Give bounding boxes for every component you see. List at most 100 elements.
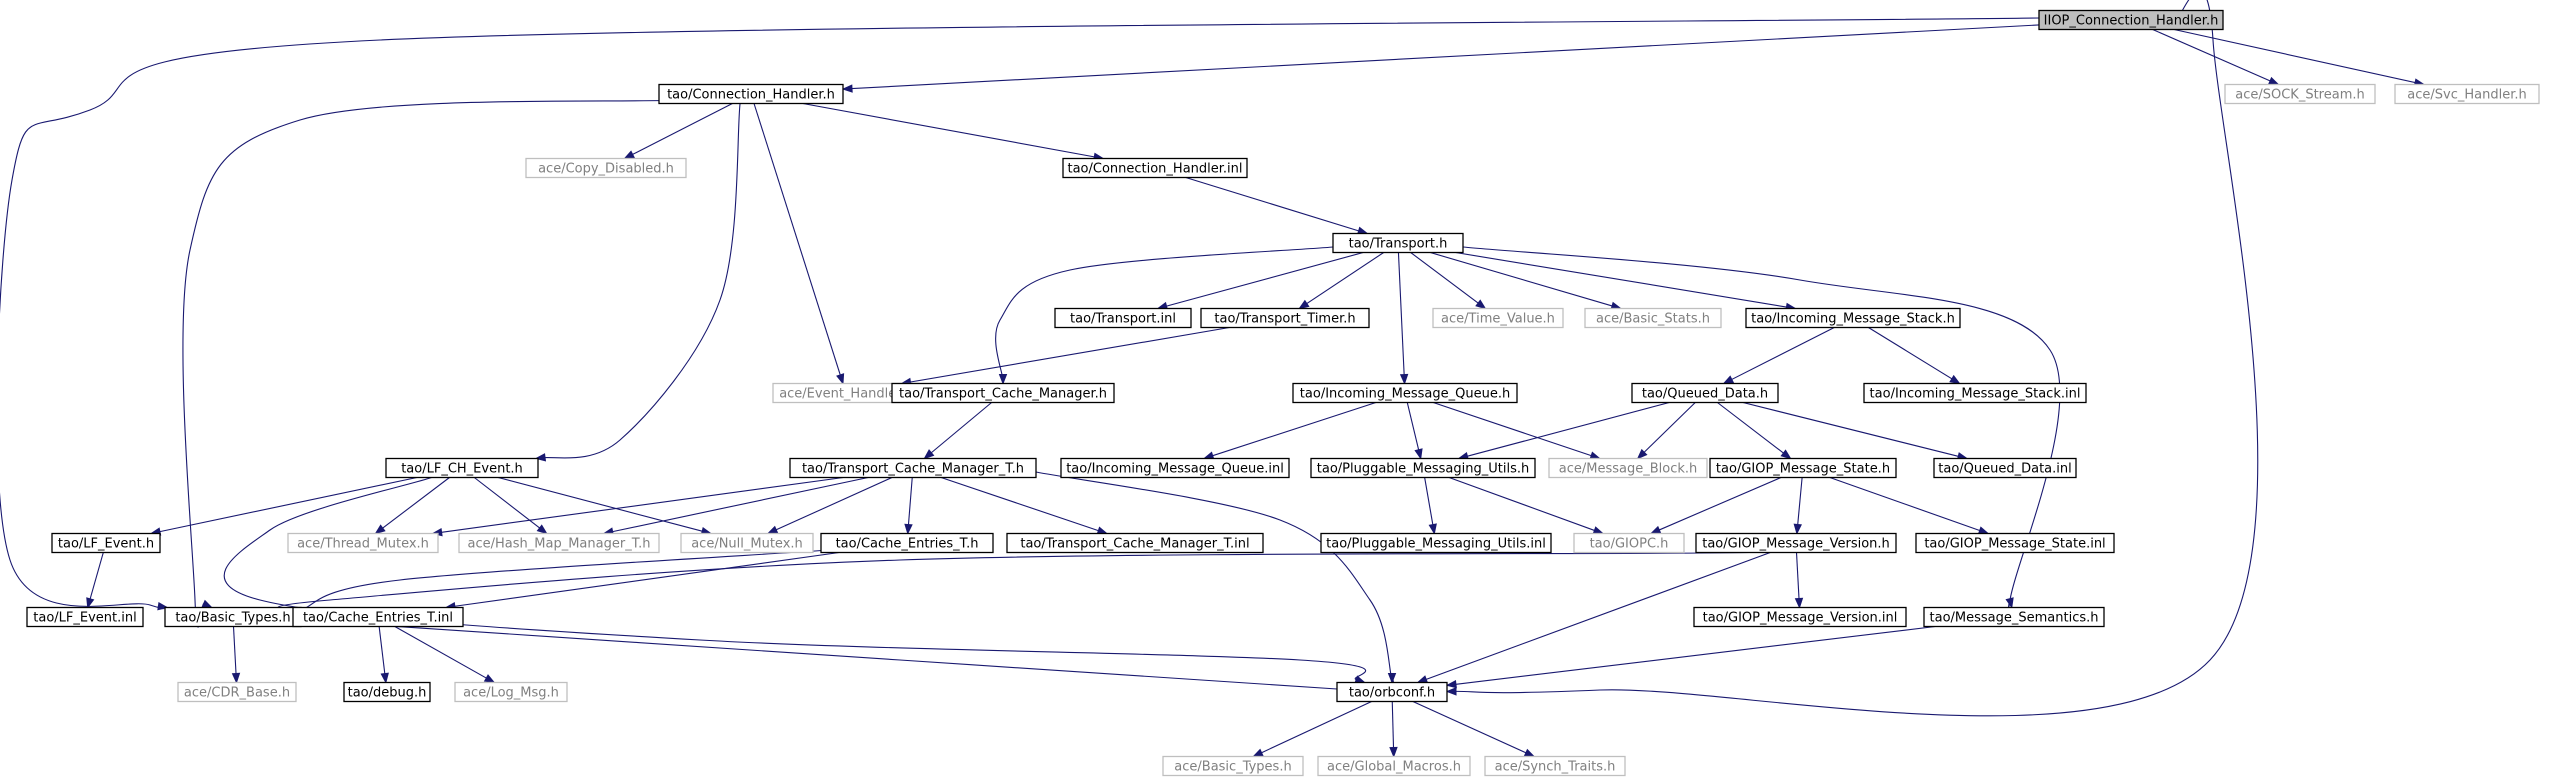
node-box[interactable]	[1332, 232, 1464, 254]
node-box[interactable]	[1162, 755, 1304, 777]
node-box[interactable]	[1693, 606, 1907, 628]
node-box[interactable]	[343, 681, 431, 703]
node-label: tao/Cache_Entries_T.h	[836, 537, 979, 552]
node-box[interactable]	[287, 532, 439, 554]
node-box[interactable]	[1484, 755, 1626, 777]
edge-basic_types-to-cdr_base	[232, 626, 237, 674]
node-msg-sem[interactable]: tao/Message_Semantics.h	[1923, 606, 2105, 628]
node-box[interactable]	[2038, 9, 2224, 31]
node-gmv-inl[interactable]: tao/GIOP_Message_Version.inl	[1693, 606, 1907, 628]
node-orbconf[interactable]: tao/orbconf.h	[1336, 681, 1448, 703]
node-box[interactable]	[1745, 307, 1961, 329]
node-cdr-base[interactable]: ace/CDR_Base.h	[177, 681, 297, 703]
node-cache-ent-inl[interactable]: tao/Cache_Entries_T.inl	[292, 606, 464, 628]
node-ace-sock[interactable]: ace/SOCK_Stream.h	[2224, 83, 2376, 105]
node-box[interactable]	[2394, 83, 2540, 105]
node-box[interactable]	[658, 83, 844, 105]
node-qd-h[interactable]: tao/Queued_Data.h	[1631, 382, 1779, 404]
node-box[interactable]	[1863, 382, 2087, 404]
node-debug-h[interactable]: tao/debug.h	[343, 681, 431, 703]
node-msg-block[interactable]: ace/Message_Block.h	[1548, 457, 1708, 479]
node-box[interactable]	[1923, 606, 2105, 628]
node-event-handler[interactable]: ace/Event_Handler.h	[772, 382, 920, 404]
node-box[interactable]	[680, 532, 814, 554]
node-box[interactable]	[1310, 457, 1536, 479]
node-gmv-h[interactable]: tao/GIOP_Message_Version.h	[1695, 532, 1897, 554]
node-pmu-inl[interactable]: tao/Pluggable_Messaging_Utils.inl	[1320, 532, 1552, 554]
node-box[interactable]	[820, 532, 994, 554]
node-imq-h[interactable]: tao/Incoming_Message_Queue.h	[1292, 382, 1518, 404]
node-ch-inl[interactable]: tao/Connection_Handler.inl	[1062, 157, 1248, 179]
node-box[interactable]	[385, 457, 539, 479]
node-box[interactable]	[1320, 532, 1552, 554]
node-gms-h[interactable]: tao/GIOP_Message_State.h	[1709, 457, 1897, 479]
node-box[interactable]	[1060, 457, 1290, 479]
node-basic-types[interactable]: tao/Basic_Types.h	[164, 606, 302, 628]
node-box[interactable]	[1292, 382, 1518, 404]
node-imq-inl[interactable]: tao/Incoming_Message_Queue.inl	[1060, 457, 1290, 479]
node-giopc[interactable]: tao/GIOPC.h	[1573, 532, 1685, 554]
node-box[interactable]	[26, 606, 144, 628]
node-box[interactable]	[1336, 681, 1448, 703]
arrowhead-pmu_h-to-pmu_inl	[1428, 523, 1437, 535]
arrowhead-gms_h-to-gmv_h	[1793, 523, 1802, 535]
node-log-msg[interactable]: ace/Log_Msg.h	[454, 681, 568, 703]
node-transport-timer[interactable]: tao/Transport_Timer.h	[1200, 307, 1370, 329]
node-box[interactable]	[177, 681, 297, 703]
node-transport-h[interactable]: tao/Transport.h	[1332, 232, 1464, 254]
node-copy-dis[interactable]: ace/Copy_Disabled.h	[525, 157, 687, 179]
edge-transport_h-to-time_value	[1410, 252, 1479, 304]
node-box[interactable]	[1062, 157, 1248, 179]
node-box[interactable]	[1631, 382, 1779, 404]
node-box[interactable]	[1709, 457, 1897, 479]
node-box[interactable]	[1432, 307, 1564, 329]
node-time-value[interactable]: ace/Time_Value.h	[1432, 307, 1564, 329]
arrowhead-imq_h-to-pmu_h	[1414, 448, 1423, 460]
node-box[interactable]	[1584, 307, 1722, 329]
node-lf-event-h[interactable]: tao/LF_Event.h	[51, 532, 161, 554]
node-tcmt-inl[interactable]: tao/Transport_Cache_Manager_T.inl	[1006, 532, 1264, 554]
node-box[interactable]	[51, 532, 161, 554]
edge-cache_ent_inl-to-debug_h	[378, 626, 386, 674]
arrowhead-root-to-ch_h	[841, 84, 853, 93]
node-tcmt-h[interactable]: tao/Transport_Cache_Manager_T.h	[789, 457, 1037, 479]
node-tcm-h[interactable]: tao/Transport_Cache_Manager.h	[891, 382, 1115, 404]
node-basic-stats[interactable]: ace/Basic_Stats.h	[1584, 307, 1722, 329]
node-box[interactable]	[458, 532, 660, 554]
node-ch-h[interactable]: tao/Connection_Handler.h	[658, 83, 844, 105]
node-box[interactable]	[292, 606, 464, 628]
node-box[interactable]	[1054, 307, 1192, 329]
node-lf-event-inl[interactable]: tao/LF_Event.inl	[26, 606, 144, 628]
node-null-mutex[interactable]: ace/Null_Mutex.h	[680, 532, 814, 554]
node-pmu-h[interactable]: tao/Pluggable_Messaging_Utils.h	[1310, 457, 1536, 479]
node-transport-inl[interactable]: tao/Transport.inl	[1054, 307, 1192, 329]
node-thread-mutex[interactable]: ace/Thread_Mutex.h	[287, 532, 439, 554]
node-gms-inl[interactable]: tao/GIOP_Message_State.inl	[1915, 532, 2115, 554]
node-box[interactable]	[1548, 457, 1708, 479]
node-root[interactable]: IIOP_Connection_Handler.h	[2038, 9, 2224, 31]
node-box[interactable]	[1200, 307, 1370, 329]
node-box[interactable]	[454, 681, 568, 703]
edge-lfch-to-orbconf	[223, 473, 1367, 681]
node-box[interactable]	[1573, 532, 1685, 554]
node-box[interactable]	[1915, 532, 2115, 554]
node-ace-svc[interactable]: ace/Svc_Handler.h	[2394, 83, 2540, 105]
node-box[interactable]	[1317, 755, 1471, 777]
node-ims-inl[interactable]: tao/Incoming_Message_Stack.inl	[1863, 382, 2087, 404]
node-box[interactable]	[525, 157, 687, 179]
node-box[interactable]	[1695, 532, 1897, 554]
node-cache-ent-h[interactable]: tao/Cache_Entries_T.h	[820, 532, 994, 554]
node-box[interactable]	[2224, 83, 2376, 105]
node-box[interactable]	[1006, 532, 1264, 554]
node-box[interactable]	[891, 382, 1115, 404]
node-box[interactable]	[1933, 457, 2077, 479]
node-box[interactable]	[789, 457, 1037, 479]
node-hash-map[interactable]: ace/Hash_Map_Manager_T.h	[458, 532, 660, 554]
node-lfch[interactable]: tao/LF_CH_Event.h	[385, 457, 539, 479]
arrowhead-transport_h-to-tcm_h	[998, 374, 1008, 385]
node-ace-basic-types[interactable]: ace/Basic_Types.h	[1162, 755, 1304, 777]
node-ims-h[interactable]: tao/Incoming_Message_Stack.h	[1745, 307, 1961, 329]
node-global-macros[interactable]: ace/Global_Macros.h	[1317, 755, 1471, 777]
node-synch-traits[interactable]: ace/Synch_Traits.h	[1484, 755, 1626, 777]
node-qd-inl[interactable]: tao/Queued_Data.inl	[1933, 457, 2077, 479]
